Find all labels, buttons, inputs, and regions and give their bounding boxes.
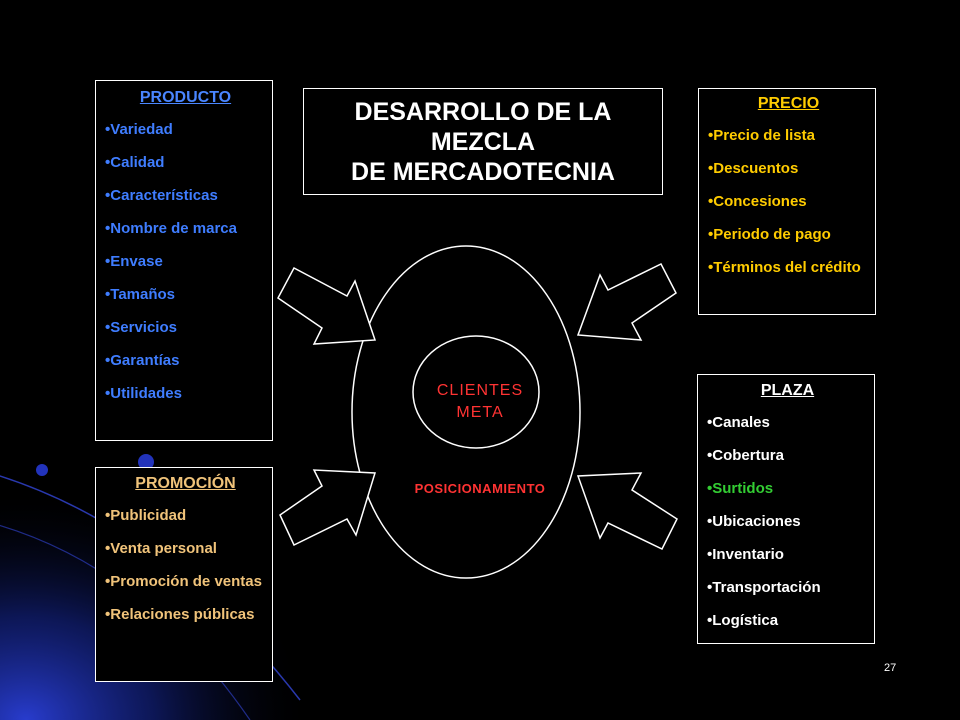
list-item: Publicidad bbox=[105, 507, 266, 524]
list-item: Inventario bbox=[707, 546, 868, 563]
target-customers-line: CLIENTES bbox=[436, 382, 524, 399]
promocion-list: Publicidad Venta personal Promoción de v… bbox=[105, 507, 266, 623]
producto-list: Variedad Calidad Características Nombre … bbox=[105, 121, 266, 402]
list-item: Servicios bbox=[105, 319, 266, 336]
list-item: Cobertura bbox=[707, 447, 868, 464]
list-item: Periodo de pago bbox=[708, 226, 869, 243]
plaza-box: PLAZA Canales Cobertura Surtidos Ubicaci… bbox=[697, 374, 875, 644]
list-item: Venta personal bbox=[105, 540, 266, 557]
positioning-label: POSICIONAMIENTO bbox=[414, 481, 546, 496]
producto-heading: PRODUCTO bbox=[139, 89, 232, 106]
list-item: Variedad bbox=[105, 121, 266, 138]
list-item: Tamaños bbox=[105, 286, 266, 303]
slide-number: 27 bbox=[884, 662, 897, 674]
list-item: Canales bbox=[707, 414, 868, 431]
main-title-line: DE MERCADOTECNIA bbox=[351, 157, 615, 186]
list-item: Calidad bbox=[105, 154, 266, 171]
list-item: Características bbox=[105, 187, 266, 204]
list-item: Promoción de ventas bbox=[105, 573, 266, 590]
producto-box: PRODUCTO Variedad Calidad Característica… bbox=[95, 80, 273, 441]
decor-dot bbox=[138, 454, 154, 470]
list-item: Descuentos bbox=[708, 160, 869, 177]
list-item: Logística bbox=[707, 612, 868, 629]
list-item: Nombre de marca bbox=[105, 220, 266, 237]
precio-list: Precio de lista Descuentos Concesiones P… bbox=[708, 127, 869, 276]
precio-box: PRECIO Precio de lista Descuentos Conces… bbox=[698, 88, 876, 315]
list-item: Precio de lista bbox=[708, 127, 869, 144]
list-item: Términos del crédito bbox=[708, 259, 869, 276]
promocion-heading: PROMOCIÓN bbox=[135, 475, 236, 492]
list-item: Surtidos bbox=[707, 480, 868, 497]
plaza-heading: PLAZA bbox=[760, 382, 815, 399]
decor-dot bbox=[36, 464, 48, 476]
list-item: Concesiones bbox=[708, 193, 869, 210]
main-title-line: DESARROLLO DE LA bbox=[354, 97, 612, 126]
plaza-list: Canales Cobertura Surtidos Ubicaciones I… bbox=[707, 414, 868, 629]
promocion-box: PROMOCIÓN Publicidad Venta personal Prom… bbox=[95, 467, 273, 682]
main-title-box: DESARROLLO DE LA MEZCLA DE MERCADOTECNIA bbox=[303, 88, 663, 195]
precio-heading: PRECIO bbox=[757, 95, 820, 112]
list-item: Ubicaciones bbox=[707, 513, 868, 530]
target-customers-line: META bbox=[456, 404, 504, 421]
list-item: Envase bbox=[105, 253, 266, 270]
list-item: Relaciones públicas bbox=[105, 606, 266, 623]
target-customers-label: CLIENTES META bbox=[400, 380, 560, 424]
list-item: Utilidades bbox=[105, 385, 266, 402]
list-item: Garantías bbox=[105, 352, 266, 369]
list-item: Transportación bbox=[707, 579, 868, 596]
main-title-line: MEZCLA bbox=[430, 127, 536, 156]
